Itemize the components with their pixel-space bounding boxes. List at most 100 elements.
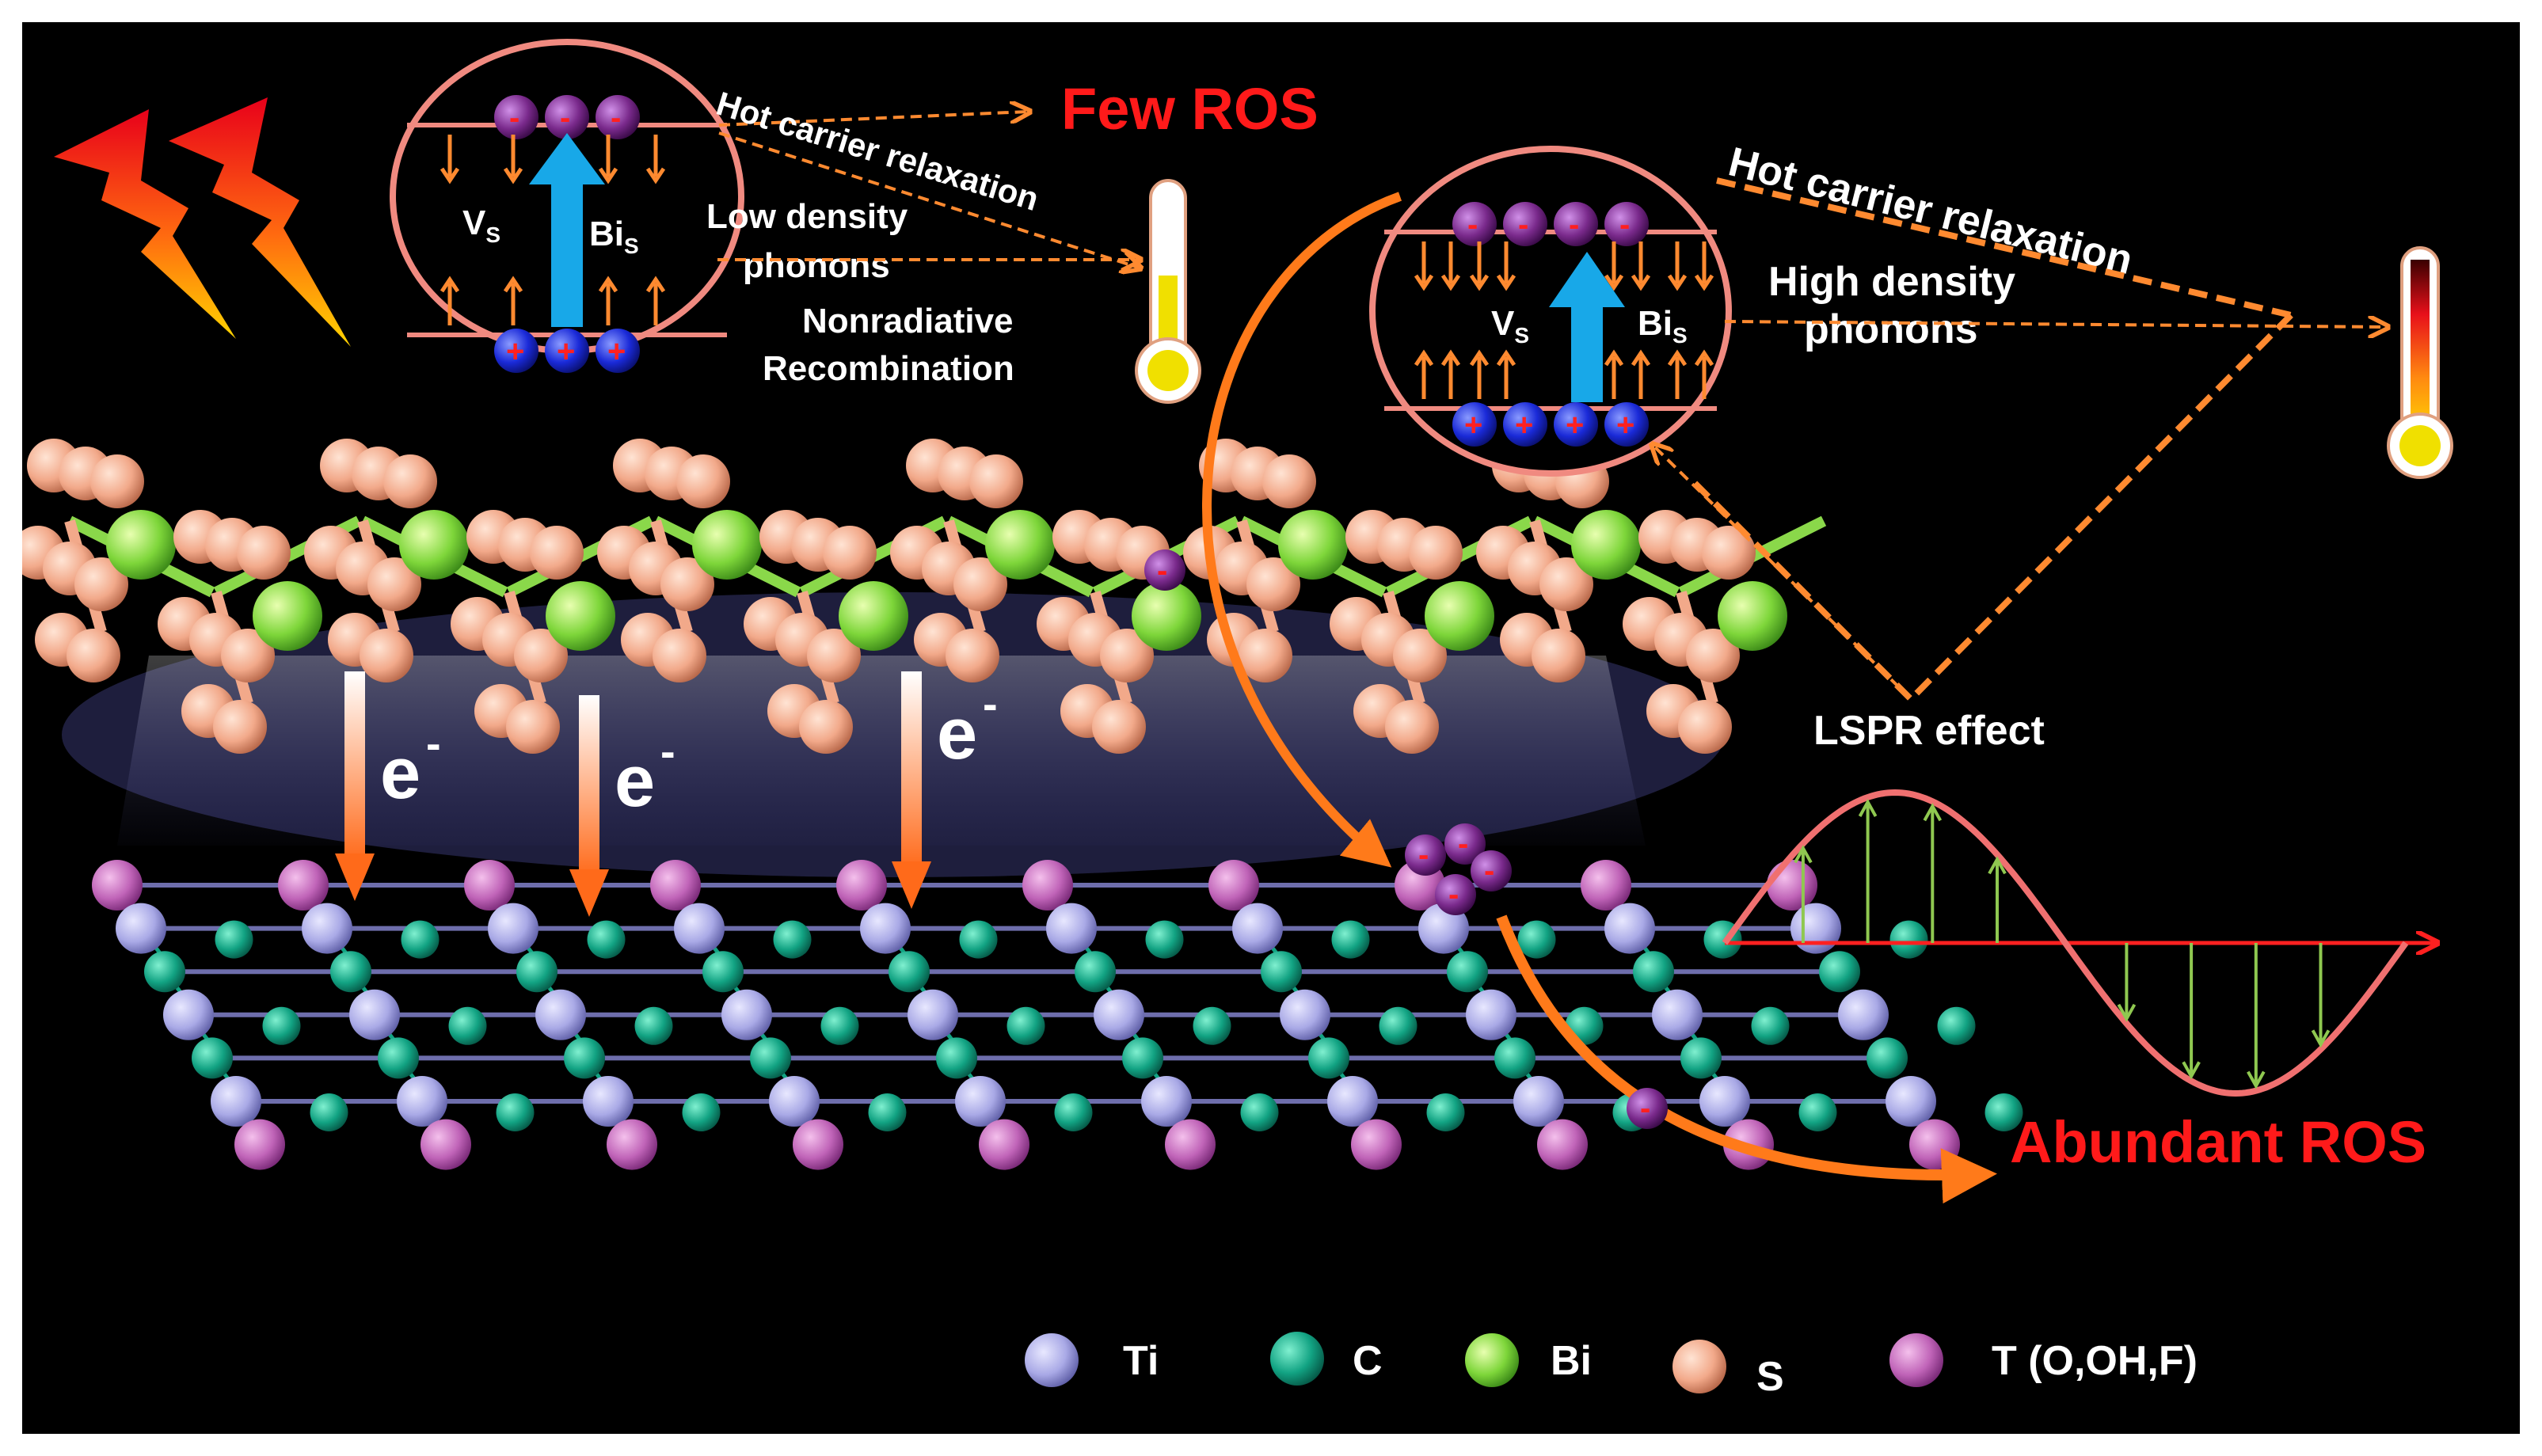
lattice-atom: [634, 1006, 673, 1045]
diagram-canvas: e - e - e - ---+++ VS BiS Few ROS Hot ca…: [22, 39, 2453, 1400]
lattice-atom: [959, 920, 998, 959]
lattice-atom: [1838, 989, 1889, 1040]
lattice-atom: [750, 1037, 791, 1079]
sulfur-atom: [383, 454, 437, 508]
svg-text:+: +: [557, 334, 575, 369]
electron-particle: -: [596, 95, 640, 139]
lattice-atom: [607, 1119, 657, 1170]
lattice-atom: [1379, 1006, 1418, 1045]
electron-transfer-arrow: e -: [892, 671, 998, 909]
sulfur-atom: [221, 629, 275, 682]
vs-label: VS: [1491, 304, 1529, 348]
svg-text:C: C: [1353, 1338, 1383, 1384]
lattice-atom: [773, 920, 812, 959]
phonons-label: phonons: [1804, 306, 1978, 352]
lattice-atom: [955, 1076, 1006, 1127]
lattice-atom: [1426, 1093, 1465, 1131]
svg-text:+: +: [607, 334, 626, 369]
sulfur-atom: [1393, 629, 1447, 682]
svg-text:-: -: [1569, 207, 1579, 242]
svg-text:Ti: Ti: [1123, 1338, 1159, 1384]
lattice-atom: [92, 860, 143, 910]
lattice-atom: [583, 1076, 634, 1127]
bismuth-atom: [1718, 581, 1787, 651]
lattice-atom: [1261, 951, 1302, 993]
svg-text:-: -: [1448, 877, 1459, 912]
band-diagram-high: ----++++ VS BiS: [1369, 146, 1732, 477]
lattice-atom: [889, 951, 930, 993]
sulfur-atom: [367, 557, 421, 611]
bismuth-atom: [1132, 581, 1201, 651]
sulfur-atom: [360, 629, 413, 682]
lattice-atom: [516, 951, 557, 993]
electron-particle: -: [1405, 834, 1446, 876]
lattice-atom: [1652, 989, 1703, 1040]
electron-particle: -: [1627, 1088, 1668, 1129]
electron-particle: -: [1471, 850, 1512, 891]
lattice-atom: [1466, 989, 1516, 1040]
hole-particle: +: [1452, 402, 1497, 447]
bismuth-atom: [106, 510, 176, 580]
lattice-atom: [1351, 1119, 1402, 1170]
lattice-atom: [1985, 1093, 2023, 1131]
electron-sup: -: [983, 679, 998, 728]
svg-text:-: -: [611, 101, 621, 135]
sulfur-atom: [506, 700, 560, 754]
lattice-atom: [1886, 1076, 1936, 1127]
bismuth-atom: [1278, 510, 1348, 580]
lattice-atom: [144, 951, 185, 993]
lattice-atom: [1937, 1006, 1976, 1045]
electron-sup: -: [426, 718, 441, 768]
lattice-atom: [1331, 920, 1370, 959]
hole-particle: +: [1503, 402, 1547, 447]
electron-particle: -: [494, 95, 538, 139]
svg-text:+: +: [1464, 408, 1482, 443]
sulfur-atom: [1385, 700, 1439, 754]
svg-text:-: -: [1467, 207, 1478, 242]
lattice-atom: [936, 1037, 977, 1079]
svg-text:-: -: [1458, 827, 1468, 861]
sulfur-atom: [946, 629, 999, 682]
sulfur-atom: [1092, 700, 1146, 754]
sulfur-atom: [660, 557, 714, 611]
bismuth-atom: [546, 581, 615, 651]
sulfur-atom: [67, 629, 120, 682]
lattice-atom: [397, 1076, 447, 1127]
lattice-atom: [769, 1076, 820, 1127]
lattice-atom: [1604, 903, 1655, 954]
hole-particle: +: [494, 329, 538, 373]
bismuth-atom: [1571, 510, 1641, 580]
sulfur-atom: [1246, 557, 1300, 611]
svg-text:+: +: [1616, 408, 1634, 443]
lattice-atom: [1054, 1093, 1093, 1131]
svg-text:-: -: [1518, 207, 1528, 242]
lattice-atom: [211, 1076, 261, 1127]
lattice-atom: [836, 860, 887, 910]
lspr-wave: [1722, 789, 2437, 1097]
svg-text:+: +: [506, 334, 524, 369]
electron-particle: -: [545, 95, 589, 139]
lattice-atom: [330, 951, 371, 993]
electron-particle: -: [1444, 823, 1486, 865]
lattice-atom: [401, 920, 440, 959]
low-density-label: Low density: [706, 197, 908, 236]
lattice-atom: [908, 989, 958, 1040]
lattice-atom: [1909, 1119, 1960, 1170]
bismuth-atom: [399, 510, 469, 580]
lattice-atom: [234, 1119, 285, 1170]
lattice-atom: [278, 860, 329, 910]
few-ros-label: Few ROS: [1061, 76, 1319, 142]
lattice-atom: [1751, 1006, 1790, 1045]
sulfur-atom: [823, 526, 877, 580]
lattice-atom: [310, 1093, 348, 1131]
legend-item-t: T (O,OH,F): [1889, 1333, 2198, 1387]
electron-particle: -: [1452, 202, 1497, 246]
mxene-lattice: [92, 860, 2023, 1170]
sulfur-atom: [1678, 700, 1732, 754]
electron-label: e: [937, 694, 977, 774]
bismuth-atom: [1425, 581, 1494, 651]
lattice-atom: [1075, 951, 1116, 993]
lattice-atom: [650, 860, 701, 910]
svg-text:-: -: [1418, 838, 1429, 872]
sulfur-atom: [1409, 526, 1463, 580]
